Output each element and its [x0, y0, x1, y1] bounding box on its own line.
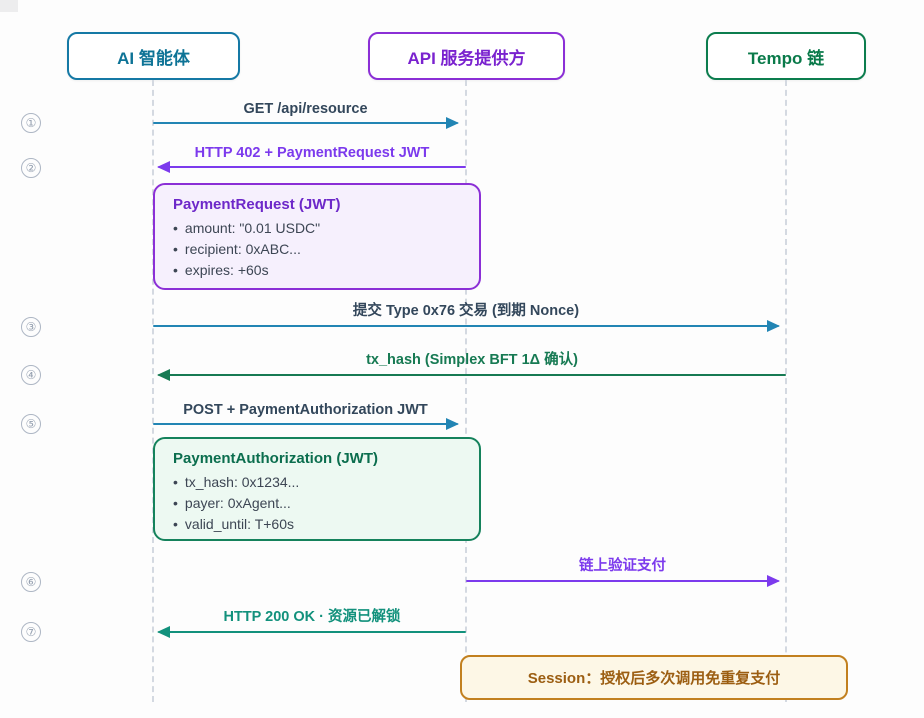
- message-label: tx_hash (Simplex BFT 1Δ 确认): [366, 352, 578, 368]
- note-items: tx_hash: 0x1234... payer: 0xAgent... val…: [173, 472, 461, 535]
- message-label: HTTP 200 OK · 资源已解锁: [223, 609, 401, 625]
- note-item: payer: 0xAgent...: [173, 493, 461, 514]
- message-submit-type-0x76-tx: 提交 Type 0x76 交易 (到期 Nonce): [153, 303, 779, 327]
- actor-tempo-chain-label: Tempo 链: [747, 48, 825, 68]
- lifeline-ai-agent: [152, 80, 154, 702]
- arrow-left-icon: [158, 165, 466, 168]
- actor-tempo-chain: Tempo 链: [706, 32, 866, 80]
- note-payment-request-jwt: PaymentRequest (JWT) amount: "0.01 USDC"…: [153, 183, 481, 290]
- lifeline-tempo-chain: [785, 80, 787, 702]
- note-item: expires: +60s: [173, 260, 461, 281]
- corner-artifact: [0, 0, 18, 12]
- step-badge-7: ⑦: [21, 622, 41, 642]
- message-label: GET /api/resource: [243, 101, 368, 117]
- arrow-right-icon: [466, 579, 779, 582]
- note-items: amount: "0.01 USDC" recipient: 0xABC... …: [173, 218, 461, 281]
- actor-ai-agent-label: AI 智能体: [117, 48, 190, 68]
- message-tx-hash-confirmation: tx_hash (Simplex BFT 1Δ 确认): [158, 352, 786, 376]
- note-item: recipient: 0xABC...: [173, 239, 461, 260]
- message-post-payment-authorization: POST + PaymentAuthorization JWT: [153, 401, 458, 425]
- message-label: POST + PaymentAuthorization JWT: [183, 402, 428, 418]
- note-title: PaymentAuthorization (JWT): [173, 450, 378, 467]
- note-item: valid_until: T+60s: [173, 514, 461, 535]
- note-payment-authorization-jwt: PaymentAuthorization (JWT) tx_hash: 0x12…: [153, 437, 481, 541]
- message-label: 链上验证支付: [579, 558, 666, 574]
- step-badge-4: ④: [21, 365, 41, 385]
- message-label: 提交 Type 0x76 交易 (到期 Nonce): [352, 303, 580, 319]
- message-http-402-payment-request: HTTP 402 + PaymentRequest JWT: [158, 144, 466, 168]
- arrow-right-icon: [153, 121, 458, 124]
- actor-ai-agent: AI 智能体: [67, 32, 240, 80]
- session-note: Session：授权后多次调用免重复支付: [460, 655, 848, 700]
- note-item: tx_hash: 0x1234...: [173, 472, 461, 493]
- step-badge-6: ⑥: [21, 572, 41, 592]
- note-title: PaymentRequest (JWT): [173, 196, 341, 213]
- step-badge-1: ①: [21, 113, 41, 133]
- session-note-label: Session：授权后多次调用免重复支付: [527, 670, 781, 687]
- message-http-200-unlocked: HTTP 200 OK · 资源已解锁: [158, 609, 466, 633]
- note-item: amount: "0.01 USDC": [173, 218, 461, 239]
- arrow-left-icon: [158, 630, 466, 633]
- arrow-right-icon: [153, 422, 458, 425]
- step-badge-5: ⑤: [21, 414, 41, 434]
- message-label: HTTP 402 + PaymentRequest JWT: [194, 145, 430, 161]
- step-badge-3: ③: [21, 317, 41, 337]
- arrow-right-icon: [153, 324, 779, 327]
- message-get-api-resource: GET /api/resource: [153, 100, 458, 124]
- step-badge-2: ②: [21, 158, 41, 178]
- arrow-left-icon: [158, 373, 786, 376]
- actor-api-provider: API 服务提供方: [368, 32, 565, 80]
- message-onchain-verify-payment: 链上验证支付: [466, 558, 779, 582]
- lifeline-api-provider: [465, 80, 467, 702]
- actor-api-provider-label: API 服务提供方: [407, 48, 526, 68]
